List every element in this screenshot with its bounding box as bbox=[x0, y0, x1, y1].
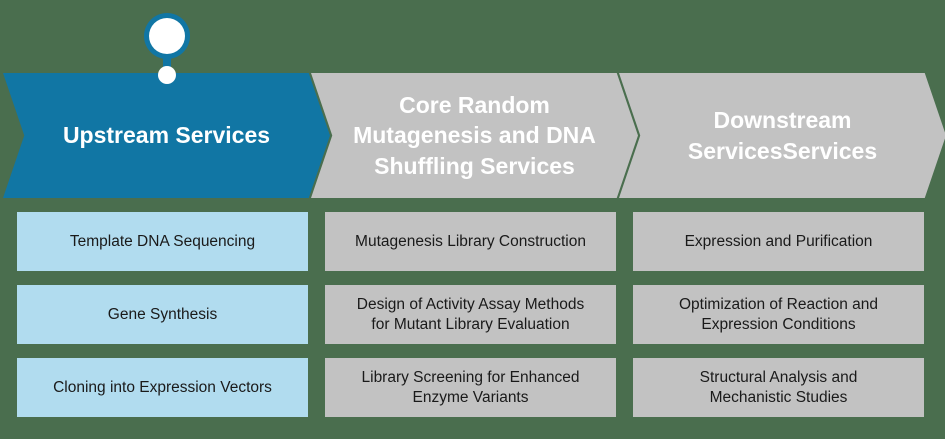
list-item[interactable]: Structural Analysis and Mechanistic Stud… bbox=[633, 358, 924, 417]
chevron-header-downstream[interactable]: Downstream ServicesServices bbox=[619, 73, 945, 198]
list-item[interactable]: Expression and Purification bbox=[633, 212, 924, 271]
list-item[interactable]: Cloning into Expression Vectors bbox=[17, 358, 308, 417]
list-item[interactable]: Optimization of Reaction and Expression … bbox=[633, 285, 924, 344]
chevron-header-upstream[interactable]: Upstream Services bbox=[3, 73, 330, 198]
column-items-core: Mutagenesis Library Construction Design … bbox=[325, 212, 616, 417]
chevron-header-label-1: Upstream Services bbox=[62, 122, 271, 149]
list-item[interactable]: Template DNA Sequencing bbox=[17, 212, 308, 271]
column-items-downstream: Expression and Purification Optimization… bbox=[633, 212, 924, 417]
chevron-header-row: Upstream Services Core Random Mutagenesi… bbox=[0, 73, 945, 198]
list-item[interactable]: Gene Synthesis bbox=[17, 285, 308, 344]
list-item[interactable]: Mutagenesis Library Construction bbox=[325, 212, 616, 271]
chevron-header-core[interactable]: Core Random Mutagenesis and DNA Shufflin… bbox=[311, 73, 638, 198]
column-items-upstream: Template DNA Sequencing Gene Synthesis C… bbox=[17, 212, 308, 417]
chevron-header-label-2: Core Random Mutagenesis and DNA Shufflin… bbox=[353, 91, 596, 179]
chevron-header-label-3: Downstream ServicesServices bbox=[687, 107, 878, 164]
list-item[interactable]: Library Screening for Enhanced Enzyme Va… bbox=[325, 358, 616, 417]
list-item[interactable]: Design of Activity Assay Methods for Mut… bbox=[325, 285, 616, 344]
